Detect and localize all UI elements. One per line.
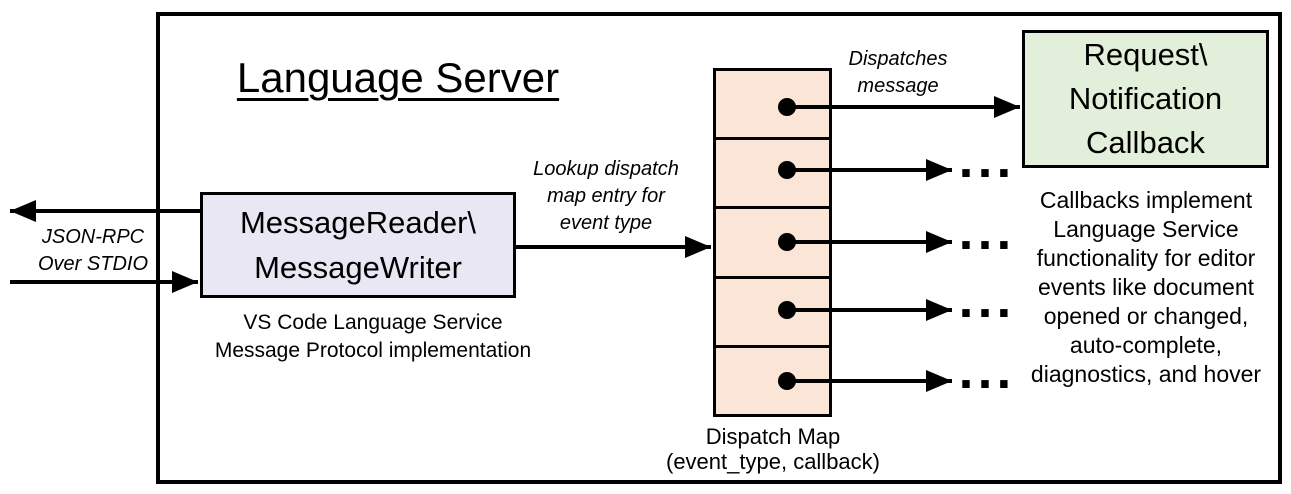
- ellipsis: ...: [958, 278, 1015, 327]
- note-line: events like document: [1037, 274, 1255, 300]
- note-line: Language Service: [1053, 216, 1239, 242]
- callback-box-line: Callback: [1086, 125, 1205, 160]
- dispatches-message-label: Dispatches message: [818, 46, 978, 100]
- ellipsis: ...: [958, 349, 1015, 398]
- dispatch-map-cell: [716, 275, 829, 345]
- dispatch-map-cell: [716, 137, 829, 206]
- reader-caption-line: Message Protocol implementation: [214, 339, 532, 362]
- lookup-dispatch-label: Lookup dispatch map entry for event type: [506, 156, 706, 237]
- dispatch-map: [713, 68, 832, 417]
- diagram-title: Language Server: [236, 54, 560, 101]
- language-server-boundary-box: [156, 12, 1282, 484]
- note-line: functionality for editor: [1036, 245, 1256, 271]
- ellipsis: ...: [958, 138, 1015, 187]
- dispatch-map-cell: [716, 344, 829, 414]
- note-line: auto-complete,: [1069, 332, 1223, 358]
- reader-box-line: MessageWriter: [254, 250, 462, 285]
- lookup-label-line: Lookup dispatch: [533, 158, 679, 180]
- dispatch-map-cell: [716, 206, 829, 275]
- callback-box-line: Notification: [1068, 81, 1223, 116]
- callbacks-note: Callbacks implement Language Service fun…: [1008, 186, 1284, 389]
- map-caption-line: (event_type, callback): [666, 449, 880, 474]
- dispatch-map-caption: Dispatch Map (event_type, callback): [648, 424, 898, 474]
- dispatches-label-line: message: [857, 75, 939, 97]
- ellipsis: ...: [958, 210, 1015, 259]
- json-rpc-stdio-label: JSON-RPC Over STDIO: [13, 224, 173, 278]
- dispatches-label-line: Dispatches: [848, 48, 948, 70]
- note-line: opened or changed,: [1043, 303, 1249, 329]
- reader-caption-line: VS Code Language Service: [243, 311, 503, 334]
- lookup-label-line: map entry for: [547, 185, 665, 207]
- request-notification-callback-box: Request\ Notification Callback: [1022, 30, 1269, 168]
- io-label-line: JSON-RPC: [41, 226, 145, 248]
- io-label-line: Over STDIO: [37, 253, 148, 275]
- note-line: Callbacks implement: [1039, 187, 1253, 213]
- reader-box-line: MessageReader\: [239, 205, 477, 240]
- note-line: diagnostics, and hover: [1030, 361, 1262, 387]
- callback-box-line: Request\: [1083, 37, 1208, 72]
- map-caption-line: Dispatch Map: [705, 424, 841, 449]
- message-reader-writer-box: MessageReader\ MessageWriter: [200, 192, 516, 298]
- lookup-label-line: event type: [559, 212, 653, 234]
- dispatch-map-cell: [716, 71, 829, 137]
- reader-caption: VS Code Language Service Message Protoco…: [168, 309, 578, 365]
